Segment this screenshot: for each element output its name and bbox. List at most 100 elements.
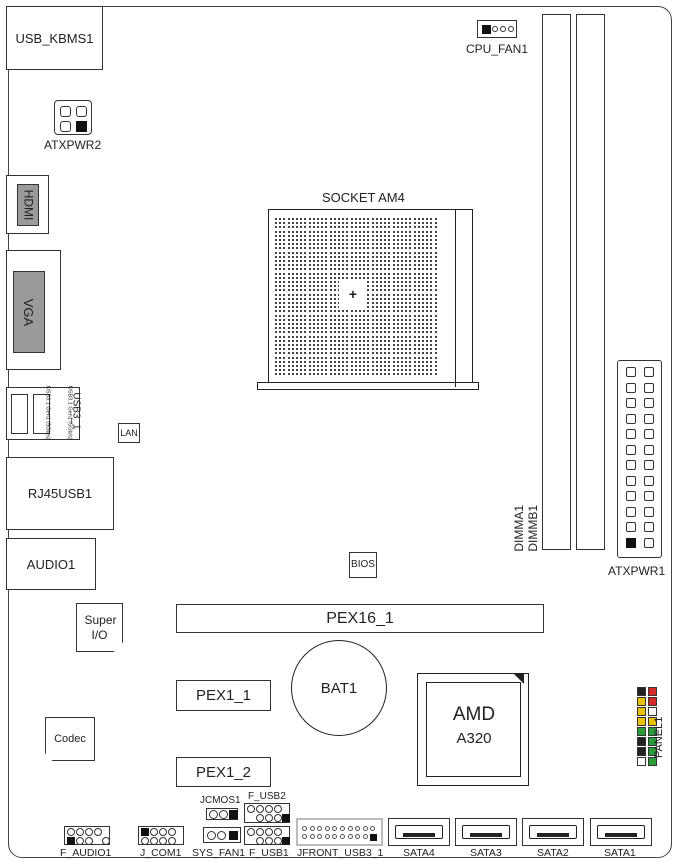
jcmos-jumper [206, 808, 238, 820]
usb3-header-pin [347, 834, 353, 839]
atx-pin [644, 398, 654, 408]
jfront-usb3-label: JFRONT_USB3_1 [297, 847, 384, 859]
atx-pin [644, 413, 654, 424]
pcie-x1-slot-1: PEX1_1 [176, 680, 271, 711]
f-usb1-label: F_USB1 [249, 847, 289, 859]
panel-label: PANEL1 [653, 716, 665, 758]
atx-power-4pin-connector [54, 100, 92, 135]
superio-label: Super I/O [84, 613, 117, 642]
atx-pin [626, 475, 636, 486]
lan-label: LAN [120, 427, 138, 438]
lan-chip: LAN [118, 423, 140, 443]
panel-pin [637, 757, 646, 766]
f-usb2-label: F_USB2 [248, 791, 286, 802]
cpu-fan-header [477, 20, 517, 38]
usb3-header-pin [355, 834, 361, 839]
bat-label: BAT1 [320, 679, 358, 697]
sys-fan-label: SYS_FAN1 [192, 847, 246, 859]
dimmb-label: DIMMB1 [526, 505, 540, 552]
sata-port-1 [590, 818, 652, 846]
atx-pin [626, 491, 636, 501]
bios-label: BIOS [351, 559, 375, 570]
usb3-header-pin [324, 834, 330, 839]
atxpwr1-label: ATXPWR1 [608, 564, 666, 578]
audio-label: AUDIO1 [26, 556, 76, 572]
panel-pin [637, 707, 646, 716]
panel-pin [648, 757, 657, 766]
panel-pin [637, 747, 646, 756]
atx-pin [644, 429, 654, 439]
front-usb2-header [244, 803, 290, 823]
usb3-header-pin [317, 826, 323, 831]
atxpwr2-label: ATXPWR2 [44, 138, 102, 152]
atx-pin [644, 444, 654, 455]
atx-pin [644, 522, 654, 532]
atx-pin [626, 429, 636, 439]
chipset-brand: AMD [452, 704, 496, 725]
atx-pin [626, 460, 636, 470]
usb3-header-pin [332, 826, 338, 831]
socket-label: SOCKET AM4 [322, 190, 405, 205]
usb3-header-pin [332, 834, 338, 839]
usb3-header-pin [302, 826, 307, 831]
panel-pin [648, 717, 657, 726]
panel-pin [648, 707, 657, 716]
usb3-header-pin [340, 834, 345, 839]
atx-pin [626, 382, 636, 393]
usb3-header-pin [362, 826, 368, 831]
panel-pin [637, 687, 646, 696]
chipset: AMD A320 [417, 673, 529, 786]
panel-pin [637, 727, 646, 736]
j-com-label: J_COM1 [140, 847, 182, 859]
front-usb1-header [244, 826, 290, 845]
usb3-label: USB3_1 [70, 392, 82, 430]
chipset-model: A320 [456, 730, 492, 747]
pex1-1-label: PEX1_1 [195, 687, 252, 704]
sata4-label: SATA4 [403, 847, 435, 859]
atx-pin [626, 367, 636, 377]
atx-pin [626, 506, 636, 517]
panel-pin [648, 697, 657, 706]
sys-fan-header [203, 827, 241, 843]
panel-pin [637, 737, 646, 746]
atx-pin [626, 522, 636, 532]
atx-power-24pin-connector [617, 360, 662, 558]
bios-chip: BIOS [349, 552, 377, 578]
atx-pin [626, 398, 636, 408]
cpu-socket: + [257, 209, 479, 390]
pcie-x1-slot-2: PEX1_2 [176, 757, 271, 787]
com-port-header [138, 826, 184, 845]
atx-pin [626, 537, 636, 548]
usb3-header-pin [370, 826, 376, 831]
panel-pin [648, 737, 657, 746]
usb3-header-pin [324, 826, 330, 831]
panel-pin [648, 747, 657, 756]
atx-pin [644, 367, 654, 377]
usb3-header-pin [317, 834, 323, 839]
atx-pin [626, 413, 636, 424]
sata-port-3 [455, 818, 517, 846]
atx-pin [644, 506, 654, 517]
sata1-label: SATA1 [604, 847, 636, 859]
panel-pin [637, 717, 646, 726]
usb3-header-pin [355, 826, 361, 831]
sata2-label: SATA2 [537, 847, 569, 859]
atx-pin [644, 475, 654, 486]
atx-pin [626, 444, 636, 455]
pcie-x16-slot: PEX16_1 [176, 604, 544, 633]
usb3-header-pin [362, 834, 368, 839]
usb3-port-stack: USB3.1 Gen1 (5Gb/s) USB3.1 Gen1 (5Gb/s) … [6, 386, 82, 440]
usb3-header-pin [340, 826, 345, 831]
rj45-usb-port: RJ45USB1 [6, 457, 114, 530]
front-panel-header [636, 687, 658, 767]
vga-label: VGA [21, 298, 37, 326]
usb3-header-pin [347, 826, 353, 831]
hdmi-port: HDMI [6, 175, 49, 234]
audio-jack-stack: AUDIO1 [6, 538, 96, 590]
vga-port: VGA [6, 250, 61, 370]
cmos-battery: BAT1 [291, 640, 387, 736]
pex1-2-label: PEX1_2 [195, 763, 252, 781]
cpu-fan-label: CPU_FAN1 [466, 42, 529, 56]
panel-pin [648, 687, 657, 696]
front-audio-header [64, 826, 110, 845]
